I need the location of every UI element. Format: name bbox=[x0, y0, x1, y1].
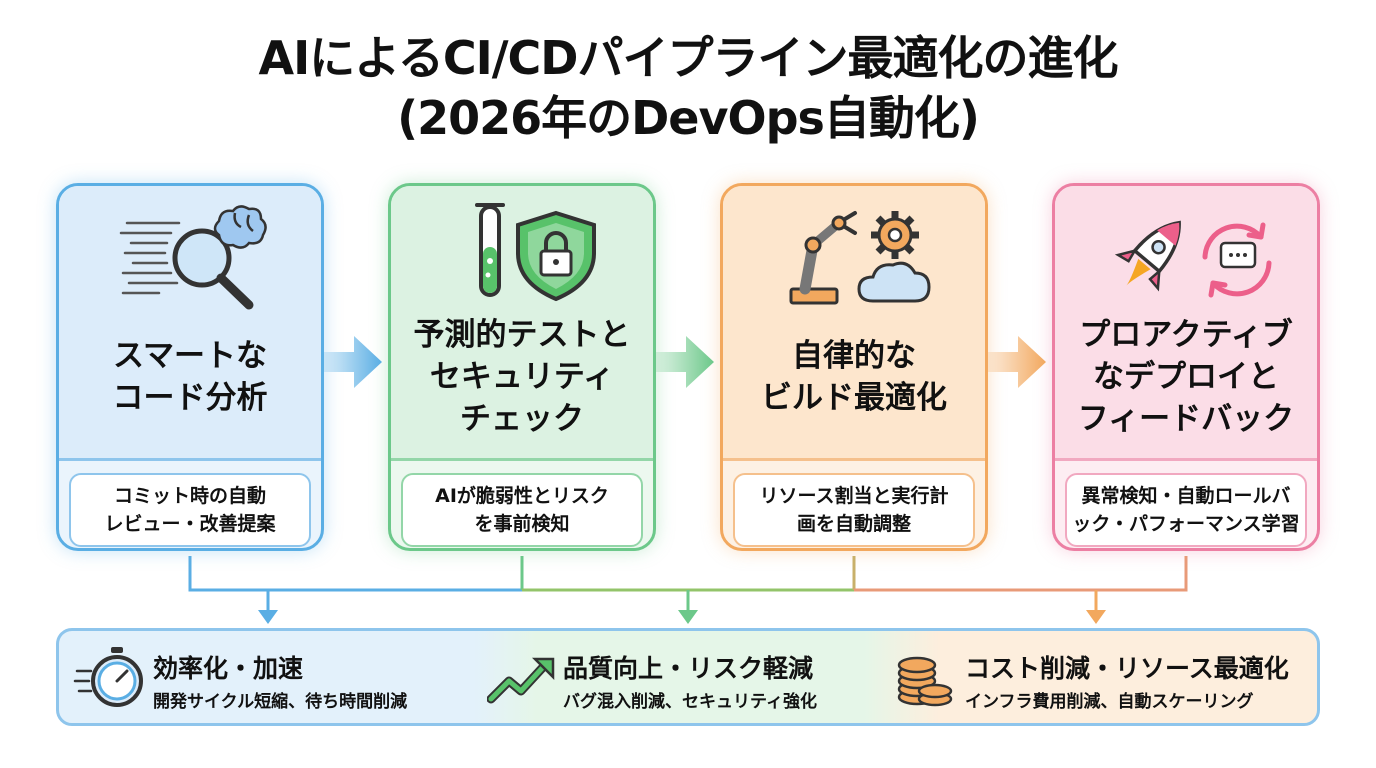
stage-heading: プロアクティブ なデプロイと フィードバック bbox=[1077, 316, 1295, 437]
trend-up-icon bbox=[487, 657, 555, 704]
stage-heading: スマートな コード分析 bbox=[112, 337, 268, 416]
rocket-icon bbox=[1114, 220, 1181, 292]
code-lines-icon bbox=[119, 221, 181, 295]
stopwatch-icon bbox=[73, 647, 143, 707]
stage-icons bbox=[723, 201, 985, 311]
benefit-title: 効率化・加速 bbox=[153, 654, 304, 683]
brain-icon bbox=[213, 205, 267, 249]
benefit-cost: コスト削減・リソース最適化 インフラ費用削減、自動スケーリング bbox=[889, 631, 1317, 723]
shield-lock-icon bbox=[516, 210, 596, 302]
stage-card-build-optimization: 自律的な ビルド最適化 リソース割当と実行計 画を自動調整 bbox=[720, 183, 988, 551]
feedback-cycle-icon bbox=[1202, 222, 1272, 298]
gear-icon bbox=[871, 211, 919, 259]
stage-card-proactive-deploy: プロアクティブ なデプロイと フィードバック 異常検知・自動ロールバ ック・パフ… bbox=[1052, 183, 1320, 551]
benefit-subtitle: インフラ費用削減、自動スケーリング bbox=[965, 692, 1254, 712]
benefit-subtitle: バグ混入削減、セキュリティ強化 bbox=[563, 692, 817, 712]
benefit-efficiency: 効率化・加速 開発サイクル短縮、待ち時間削減 bbox=[59, 631, 479, 723]
stage-icons bbox=[1055, 201, 1317, 311]
robot-arm-icon bbox=[789, 211, 857, 305]
stage-icons bbox=[391, 201, 653, 311]
benefit-subtitle: 開発サイクル短縮、待ち時間削減 bbox=[153, 692, 408, 712]
benefit-quality: 品質向上・リスク軽減 バグ混入削減、セキュリティ強化 bbox=[479, 631, 889, 723]
stage-card-code-analysis: スマートな コード分析 コミット時の自動 レビュー・改善提案 bbox=[56, 183, 324, 551]
cloud-icon bbox=[857, 261, 931, 303]
flow-arrow-icon bbox=[988, 336, 1046, 388]
flow-arrow-icon bbox=[324, 336, 382, 388]
coins-icon bbox=[897, 656, 953, 707]
stage-card-header: 予測的テストと セキュリティ チェック bbox=[391, 186, 653, 461]
stage-card-header: 自律的な ビルド最適化 bbox=[723, 186, 985, 461]
magnifier-icon bbox=[172, 228, 254, 310]
stage-card-header: プロアクティブ なデプロイと フィードバック bbox=[1055, 186, 1317, 461]
stage-heading: 予測的テストと セキュリティ チェック bbox=[413, 316, 631, 437]
connector-lines bbox=[188, 556, 1188, 624]
benefits-bar: 効率化・加速 開発サイクル短縮、待ち時間削減 品質向上・リスク軽減 バグ混入削減… bbox=[56, 628, 1320, 726]
title-line-2: (2026年のDevOps自動化) bbox=[397, 91, 980, 145]
page-title: AIによるCI/CDパイプライン最適化の進化 (2026年のDevOps自動化) bbox=[0, 28, 1376, 148]
flow-arrow-icon bbox=[656, 336, 714, 388]
title-line-1: AIによるCI/CDパイプライン最適化の進化 bbox=[258, 31, 1119, 85]
stage-description: 異常検知・自動ロールバ ック・パフォーマンス学習 bbox=[1065, 473, 1307, 547]
stage-description: コミット時の自動 レビュー・改善提案 bbox=[69, 473, 311, 547]
stage-card-header: スマートな コード分析 bbox=[59, 186, 321, 461]
stage-card-predictive-testing: 予測的テストと セキュリティ チェック AIが脆弱性とリスク を事前検知 bbox=[388, 183, 656, 551]
benefit-title: 品質向上・リスク軽減 bbox=[563, 654, 814, 683]
stage-heading: 自律的な ビルド最適化 bbox=[761, 337, 947, 416]
stage-description: AIが脆弱性とリスク を事前検知 bbox=[401, 473, 643, 547]
benefit-title: コスト削減・リソース最適化 bbox=[965, 654, 1289, 683]
stage-description: リソース割当と実行計 画を自動調整 bbox=[733, 473, 975, 547]
stage-icons bbox=[59, 201, 321, 311]
test-tube-icon bbox=[475, 203, 505, 297]
